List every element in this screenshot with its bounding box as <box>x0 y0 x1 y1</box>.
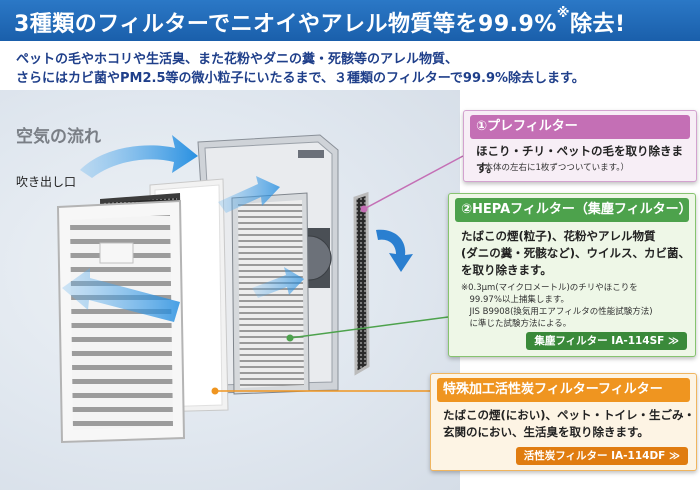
prefilter-card: ①プレフィルター ほこり・チリ・ペットの毛を取り除きます。 （本体の左右に1枚ず… <box>463 110 697 182</box>
front-grille <box>56 199 186 444</box>
banner-title: 3種類のフィルターでニオイやアレル物質等を99.9%※除去! <box>14 6 626 38</box>
hepa-body-line: (ダニの糞・死骸など)、ウイルス、カビ菌、 <box>461 246 691 260</box>
intro-text: ペットの毛やホコリや生活臭、また花粉やダニの糞・死骸等のアレル物質、 さらにはカ… <box>16 50 686 88</box>
carbon-filter-description: たばこの煙(におい)、ペット・トイレ・生ごみ・ 玄関のにおい、生活臭を取り除きま… <box>443 407 695 441</box>
hepa-filter-note: ※0.3μm(マイクロメートル)のチリやほこりを 99.97%以上捕集します。 … <box>461 282 653 330</box>
banner-note-mark: ※ <box>556 6 571 21</box>
carbon-body-line: 玄関のにおい、生活臭を取り除きます。 <box>443 425 649 439</box>
prefilter-note-line: （本体の左右に1枚ずつついています。） <box>476 163 630 173</box>
prefilter-title: ①プレフィルター <box>470 115 690 139</box>
airflow-label: 空気の流れ <box>16 127 101 147</box>
filter-illustration <box>56 134 413 444</box>
hepa-filter-card: ②HEPAフィルター（集塵フィルター） たばこの煙(粒子)、花粉やアレル物質 (… <box>448 193 696 357</box>
banner-title-suffix: 除去! <box>570 12 626 37</box>
airflow-arrows <box>62 135 413 322</box>
carbon-body-line: たばこの煙(におい)、ペット・トイレ・生ごみ・ <box>443 408 696 422</box>
hepa-filter-title: ②HEPAフィルター（集塵フィルター） <box>455 198 692 222</box>
carbon-filter-title: 特殊加工活性炭フィルターフィルター <box>437 378 690 402</box>
hepa-note-line: に準じた試験方法による。 <box>461 319 572 329</box>
hepa-filter <box>231 192 310 395</box>
hepa-filter-product-link[interactable]: 集塵フィルター IA-114SF ≫ <box>526 332 687 350</box>
intro-line: ペットの毛やホコリや生活臭、また花粉やダニの糞・死骸等のアレル物質、 <box>16 52 459 67</box>
intro-line: さらにはカビ菌やPM2.5等の微小粒子にいたるまで、３種類のフィルターで99.9… <box>16 71 585 86</box>
hepa-body-line: を取り除きます。 <box>461 263 552 277</box>
carbon-filter-card: 特殊加工活性炭フィルターフィルター たばこの煙(におい)、ペット・トイレ・生ごみ… <box>430 373 697 471</box>
hepa-filter-description: たばこの煙(粒子)、花粉やアレル物質 (ダニの糞・死骸など)、ウイルス、カビ菌、… <box>461 228 690 279</box>
prefilter-body-line: ほこり・チリ・ペットの毛を取り除きます。 <box>476 144 683 175</box>
prefilter-description: ほこり・チリ・ペットの毛を取り除きます。 <box>476 143 696 177</box>
hepa-note-line: 99.97%以上捕集します。 <box>461 295 570 305</box>
hepa-body-line: たばこの煙(粒子)、花粉やアレル物質 <box>461 229 656 243</box>
banner-title-main: 3種類のフィルターでニオイやアレル物質等を99.9% <box>14 12 557 37</box>
hepa-note-line: ※0.3μm(マイクロメートル)のチリやほこりを <box>461 283 638 293</box>
outlet-label: 吹き出し口 <box>16 175 77 189</box>
hepa-note-line: JIS B9908(換気用エアフィルタの性能試験方法) <box>461 307 653 317</box>
title-banner: 3種類のフィルターでニオイやアレル物質等を99.9%※除去! <box>0 0 700 41</box>
prefilter-note: （本体の左右に1枚ずつついています。） <box>476 162 629 174</box>
carbon-filter-product-link[interactable]: 活性炭フィルター IA-114DF ≫ <box>515 447 688 465</box>
